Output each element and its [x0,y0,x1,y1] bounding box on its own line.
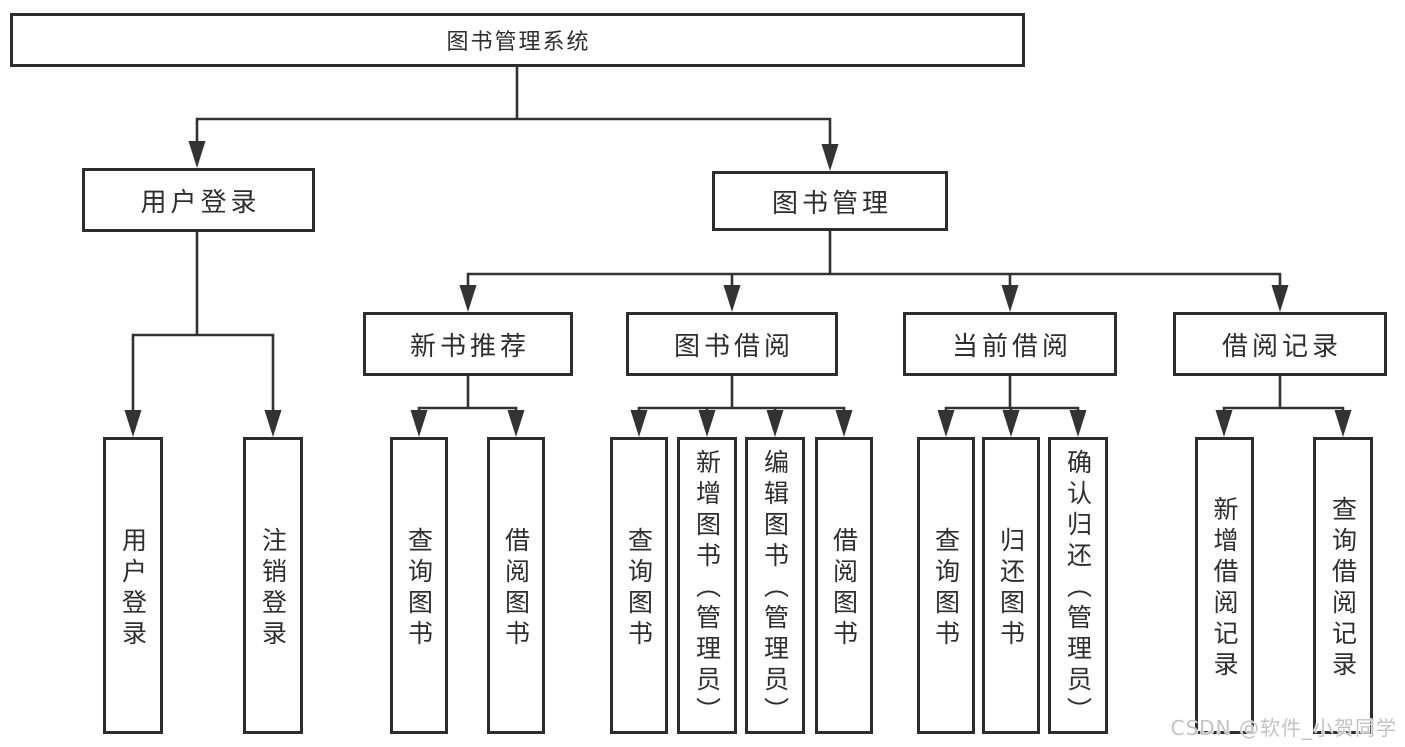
node-label: 用户登录 [140,187,261,218]
node-label: 查询图书 [931,526,961,651]
leaf-edit-books-admin: 编辑图书（管理员） [745,437,805,734]
arrowheads [124,141,1352,437]
connector-current-to-leaves [944,374,1080,416]
node-label: 借阅记录 [1221,331,1342,362]
watermark: CSDN @软件_小贺同学 [1170,716,1397,740]
arrow-down-icon [723,285,741,312]
arrow-down-icon [630,410,648,437]
leaf-query-books-borrowing: 查询图书 [610,437,668,734]
connector-newbook-to-leaves [417,374,518,416]
leaf-borrow-books-recommend: 借阅图书 [487,437,545,734]
node-label: 图书借阅 [673,331,794,362]
node-new-book-recommend: 新书推荐 [363,312,573,376]
leaf-query-borrow-record: 查询借阅记录 [1313,437,1373,734]
node-label: 查询图书 [404,526,434,651]
leaf-return-books: 归还图书 [982,437,1040,734]
connector-login-to-leaves [131,230,275,416]
node-label: 图书管理 [771,188,892,219]
arrow-down-icon [410,410,428,437]
arrow-down-icon [459,285,477,312]
leaf-borrow-books-borrowing: 借阅图书 [815,437,873,734]
node-label: 归还图书 [996,526,1026,651]
arrow-down-icon [1334,410,1352,437]
arrow-down-icon [835,410,853,437]
node-label: 注销登录 [258,526,288,651]
node-user-login-group: 用户登录 [82,168,315,232]
node-current-borrowing: 当前借阅 [903,312,1117,376]
arrow-down-icon [1215,410,1233,437]
node-label: 查询借阅记录 [1328,495,1358,682]
arrow-down-icon [264,410,282,437]
connector-bookmgmt-to-level3 [466,229,1282,292]
arrow-down-icon [507,410,525,437]
arrow-down-icon [1001,285,1019,312]
arrow-down-icon [937,410,955,437]
node-label: 图书管理系统 [446,30,591,55]
node-library-system: 图书管理系统 [10,13,1025,67]
node-label: 用户登录 [118,526,148,651]
node-label: 借阅图书 [829,526,859,651]
arrow-down-icon [1002,410,1020,437]
leaf-confirm-return-admin: 确认归还（管理员） [1048,437,1108,734]
arrow-down-icon [821,144,839,171]
arrow-down-icon [1271,285,1289,312]
leaf-user-login: 用户登录 [103,437,163,734]
node-label: 当前借阅 [951,331,1072,362]
connector-root-to-level2 [195,65,832,151]
leaf-logout: 注销登录 [243,437,303,734]
node-label: 确认归还（管理员） [1063,449,1093,728]
leaf-add-borrow-record: 新增借阅记录 [1195,437,1254,734]
arrow-down-icon [124,410,142,437]
node-label: 新书推荐 [409,331,530,362]
node-label: 编辑图书（管理员） [760,449,790,728]
connector-bookborrow-to-leaves [637,374,846,416]
node-label: 新增图书（管理员） [692,449,722,728]
node-borrow-records: 借阅记录 [1173,312,1387,376]
arrow-down-icon [766,410,784,437]
node-book-management: 图书管理 [712,171,948,231]
node-label: 新增借阅记录 [1210,495,1239,682]
node-label: 借阅图书 [501,526,531,651]
arrow-down-icon [1069,410,1087,437]
node-label: 查询图书 [624,526,654,651]
leaf-query-books-current: 查询图书 [917,437,975,734]
connector-records-to-leaves [1222,374,1345,416]
arrow-down-icon [698,410,716,437]
arrow-down-icon [188,141,206,168]
node-book-borrowing: 图书借阅 [626,312,838,376]
leaf-query-books-recommend: 查询图书 [390,437,448,734]
leaf-add-books-admin: 新增图书（管理员） [677,437,737,734]
